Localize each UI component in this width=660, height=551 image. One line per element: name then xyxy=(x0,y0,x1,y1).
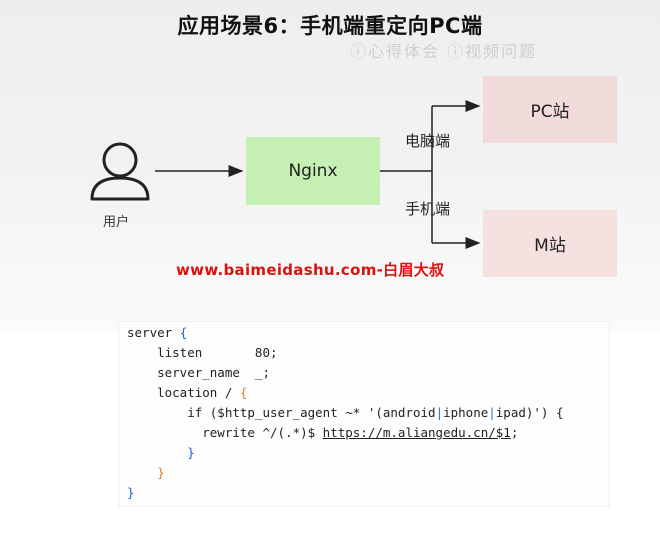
code-token: iphone xyxy=(443,405,489,420)
user-icon xyxy=(90,142,150,201)
code-line-3: server_name _; xyxy=(127,365,270,380)
code-line-9: } xyxy=(127,485,135,500)
slide-title: 应用场景6：手机端重定向PC端 xyxy=(177,14,483,38)
code-token: location / xyxy=(127,385,240,400)
code-line-2: listen 80; xyxy=(127,345,278,360)
code-pipe: | xyxy=(488,405,496,420)
code-url: https://m.aliangedu.cn/$1 xyxy=(322,425,511,440)
mobile-site-box: M站 xyxy=(483,210,617,277)
pc-site-box: PC站 xyxy=(483,76,617,143)
pc-branch-label: 电脑端 xyxy=(405,132,451,150)
code-token: ipad)') { xyxy=(495,405,564,420)
nginx-box: Nginx xyxy=(246,137,380,205)
code-line-1: server { xyxy=(127,323,187,343)
code-token: ; xyxy=(510,425,519,440)
ghost-overlay-text: ⓘ心得体会 ⓘ视频问题 xyxy=(350,42,538,61)
code-line-7: } xyxy=(127,445,195,460)
code-line-8: } xyxy=(127,465,165,480)
code-token: rewrite ^/(.*)$ xyxy=(127,425,323,440)
code-block: server { listen 80; server_name _; locat… xyxy=(118,321,610,507)
code-brace: { xyxy=(179,325,188,340)
mobile-branch-label: 手机端 xyxy=(405,200,451,218)
code-token: if ($http_user_agent ~* '(android xyxy=(127,405,436,420)
code-brace: { xyxy=(239,385,248,400)
user-label: 用户 xyxy=(103,215,130,230)
code-token: server xyxy=(127,325,180,340)
code-pipe: | xyxy=(435,405,444,420)
code-line-6: rewrite ^/(.*)$ https://m.aliangedu.cn/$… xyxy=(127,423,518,443)
code-line-5: if ($http_user_agent ~* '(android|iphone… xyxy=(127,403,564,423)
code-line-4: location / { xyxy=(127,383,247,403)
site-watermark-banner: www.baimeidashu.com-白眉大叔 xyxy=(176,261,445,279)
